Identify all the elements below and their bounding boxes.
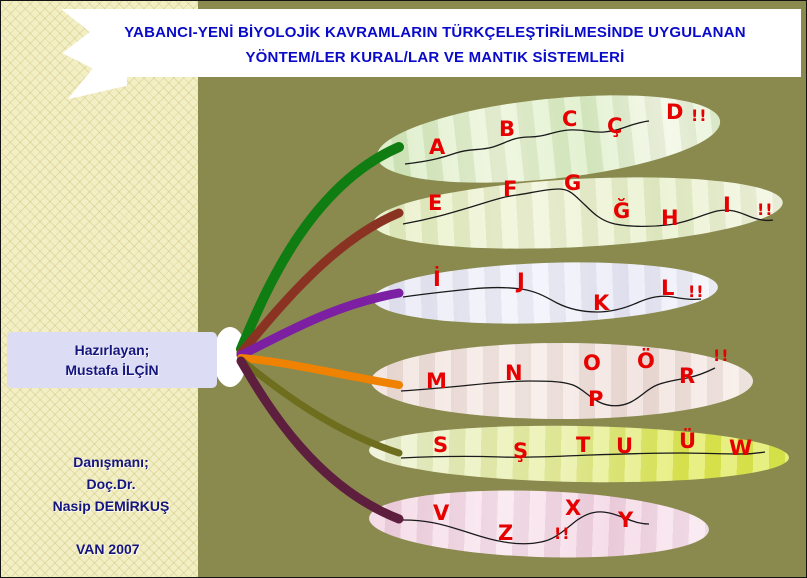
letter-D: D [666,100,684,124]
letter-G: G [564,171,582,195]
branch-curve-2 [236,208,404,358]
leaf-stripes [367,485,711,563]
left-panel [1,1,198,577]
place-year: VAN 2007 [76,541,140,557]
letter-P: P [588,387,604,411]
letter-T: T [576,433,591,457]
advisor-title: Doç.Dr. [86,476,136,492]
slide-title-line1: YABANCI-YENİ BİYOLOJİK KAVRAMLARIN TÜRKÇ… [124,24,746,41]
letter-W: W [729,436,753,460]
letter-O: O [583,351,601,375]
letter-S: S [433,433,449,457]
letter-X: X [565,496,582,520]
advisor-label: Danışmanı; [73,454,149,470]
letter-N: N [505,361,523,385]
letter-Y: Y [618,508,634,532]
double-exclamation-3: !! [688,282,705,301]
letter-E: E [428,191,443,215]
letter-V: V [433,501,450,525]
center-node [213,327,247,387]
letter-I-dotted: İ [433,267,441,291]
title-banner [119,9,801,77]
letter-A: A [429,135,446,159]
letter-G-breve: Ğ [613,199,631,223]
double-exclamation-2: !! [757,200,774,219]
letter-M: M [426,369,447,393]
letter-U-umlaut: Ü [679,429,697,453]
letter-O-umlaut: Ö [637,349,655,373]
letter-F: F [503,177,518,201]
advisor-box: Danışmanı; Doç.Dr. Nasip DEMİRKUŞ [26,451,196,517]
letter-S-cedilla: Ş [513,439,529,463]
double-exclamation-4: !! [713,346,730,365]
letter-Z: Z [498,521,514,545]
letter-U: U [616,434,634,458]
prepared-by-box: Hazırlayan; Mustafa İLÇİN [7,332,217,388]
letter-I: I [723,193,731,217]
slide-title: YABANCI-YENİ BİYOLOJİK KAVRAMLARIN TÜRKÇ… [85,20,785,70]
letter-J: J [517,269,525,293]
letter-K: K [593,291,610,315]
advisor-name: Nasip DEMİRKUŞ [52,498,170,514]
double-exclamation-5: !! [554,524,571,543]
prepared-by-label: Hazırlayan; [74,342,150,358]
slide-title-line2: YÖNTEM/LER KURAL/LAR VE MANTIK SİSTEMLER… [245,49,625,66]
branch-leaf-6 [367,485,711,563]
double-exclamation-1: !! [691,106,708,125]
prepared-by-name: Mustafa İLÇİN [65,362,159,378]
letter-C-cedilla: Ç [607,114,623,138]
letter-B: B [499,117,516,141]
letter-L: L [661,276,675,300]
letter-C: C [562,107,578,131]
branch-curve-1 [236,142,404,354]
letter-H: H [661,206,679,230]
letter-R: R [679,364,696,388]
